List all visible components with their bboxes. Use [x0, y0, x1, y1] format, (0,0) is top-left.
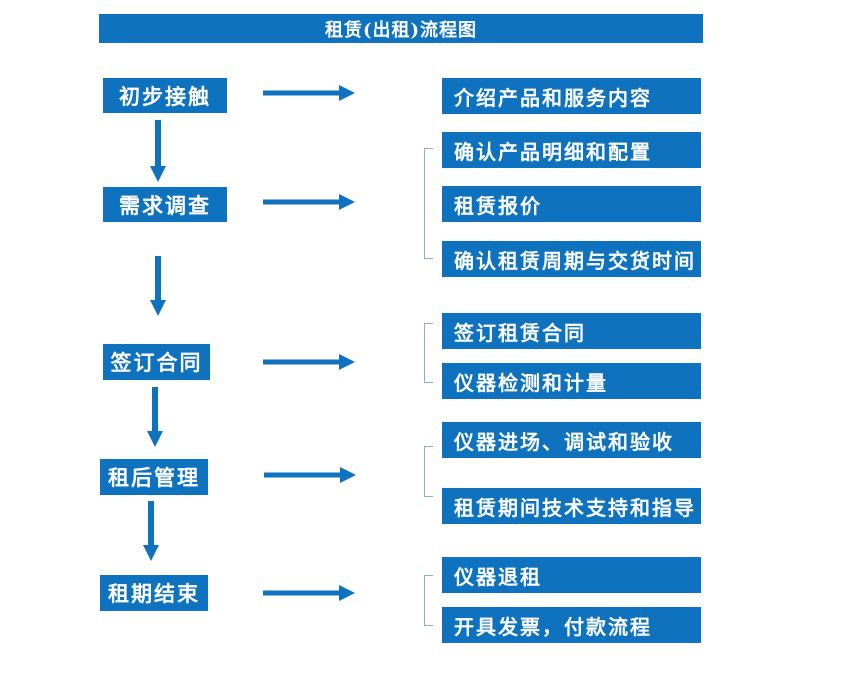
bracket-connector — [424, 446, 433, 497]
detail-box-invoice-payment: 开具发票，付款流程 — [442, 607, 701, 643]
detail-box-intro-products: 介绍产品和服务内容 — [442, 78, 701, 114]
bracket-connector — [424, 323, 433, 383]
step-box-rental-period-end: 租期结束 — [100, 575, 208, 611]
bracket-connector — [424, 148, 433, 259]
step-box-post-rental-mgmt: 租后管理 — [100, 459, 208, 495]
bracket-connector — [424, 575, 433, 626]
arrow-right-icon — [264, 467, 356, 483]
arrow-down-icon — [147, 387, 163, 447]
detail-box-instrument-testing: 仪器检测和计量 — [442, 363, 701, 399]
detail-box-instrument-return: 仪器退租 — [442, 557, 701, 593]
arrow-right-icon — [263, 585, 355, 601]
step-box-demand-survey: 需求调查 — [103, 187, 227, 222]
detail-box-instrument-arrival: 仪器进场、调试和验收 — [442, 422, 701, 458]
step-box-sign-contract: 签订合同 — [103, 344, 210, 380]
arrow-right-icon — [263, 194, 355, 210]
detail-box-confirm-period: 确认租赁周期与交货时间 — [442, 241, 701, 277]
detail-box-tech-support: 租赁期间技术支持和指导 — [442, 488, 701, 524]
arrow-down-icon — [150, 256, 166, 316]
page-title: 租赁(出租)流程图 — [99, 14, 703, 43]
detail-box-sign-rental-contract: 签订租赁合同 — [442, 313, 701, 349]
detail-box-rental-quote: 租赁报价 — [442, 186, 701, 222]
arrow-down-icon — [150, 120, 166, 182]
arrow-right-icon — [263, 85, 355, 101]
arrow-right-icon — [263, 354, 355, 370]
detail-box-confirm-config: 确认产品明细和配置 — [442, 132, 701, 168]
step-box-initial-contact: 初步接触 — [103, 78, 227, 113]
arrow-down-icon — [143, 501, 159, 561]
